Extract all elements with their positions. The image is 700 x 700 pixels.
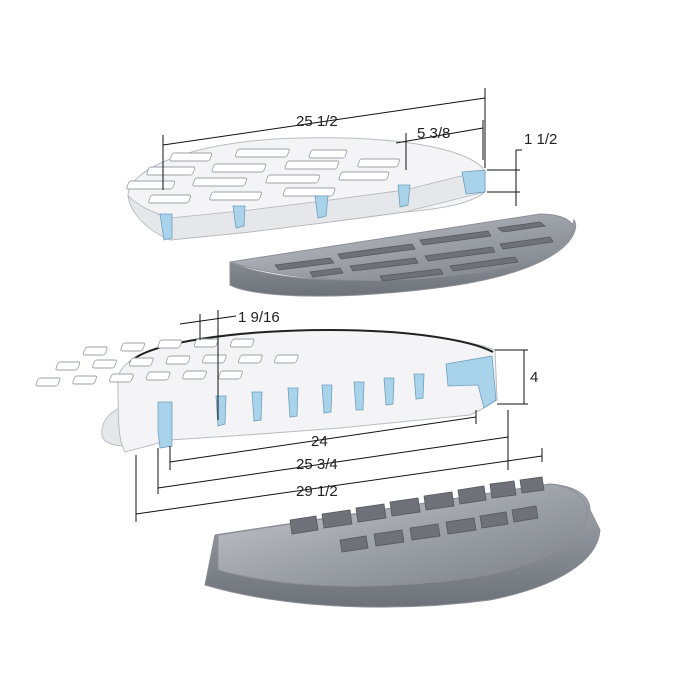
top-grate-3d: [229, 213, 577, 297]
dim-frame-outer-width-label: 29 1/2: [296, 483, 338, 500]
dim-top-bar-width-label: 5 3/8: [417, 125, 450, 142]
top-grate-3d-slots: [274, 221, 554, 282]
dimension-lines: [135, 88, 543, 522]
dim-frame-height-label: 4: [530, 369, 538, 386]
frame-ribs: [157, 355, 497, 449]
frame-slots: [35, 338, 299, 387]
dim-top-thickness-label: 1 1/2: [524, 131, 557, 148]
dim-frame-flange-label: 1 9/16: [238, 309, 280, 326]
dim-frame-mid-width-label: 25 3/4: [296, 456, 338, 473]
dim-frame-inner-width-label: 24: [311, 433, 328, 450]
top-grate-section: [126, 137, 486, 241]
dim-top-width-label: 25 1/2: [296, 113, 338, 130]
frame-section: [35, 328, 498, 453]
top-grate-section-cuts: [159, 169, 486, 241]
frame-3d: [204, 476, 601, 608]
frame-3d-slots: [289, 476, 545, 553]
